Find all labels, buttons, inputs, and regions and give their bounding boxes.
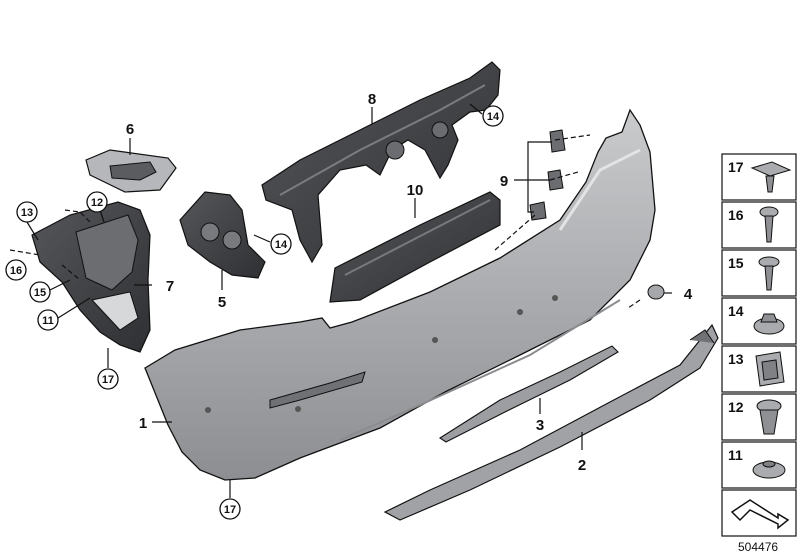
- svg-text:12: 12: [728, 399, 744, 415]
- fastener-row-15: 15: [721, 249, 797, 297]
- fastener-row-13: 13: [721, 345, 797, 393]
- callout-circle-17-upper: 17: [97, 368, 119, 390]
- direction-arrow-icon: [730, 499, 790, 530]
- svg-text:12: 12: [91, 197, 103, 209]
- callout-circle-15: 15: [29, 281, 51, 303]
- callout-circle-16: 16: [5, 259, 27, 281]
- svg-text:14: 14: [487, 111, 500, 123]
- svg-text:13: 13: [728, 351, 744, 367]
- svg-text:15: 15: [728, 255, 744, 271]
- callout-circle-13: 13: [16, 201, 38, 223]
- svg-text:17: 17: [102, 374, 114, 386]
- fastener-row-14: 14: [721, 297, 797, 345]
- svg-text:13: 13: [21, 207, 33, 219]
- fastener-row-16: 16: [721, 201, 797, 249]
- callout-6: 6: [126, 121, 134, 138]
- direction-arrow-box: [721, 489, 797, 537]
- fastener-row-12: 12: [721, 393, 797, 441]
- bumper-trim-panel-part: [144, 108, 656, 481]
- bumper-carrier-part: [261, 61, 501, 264]
- callout-3: 3: [536, 417, 544, 434]
- energy-absorber-part: [329, 191, 501, 303]
- svg-text:17: 17: [728, 159, 744, 175]
- trim-strip-part: [438, 345, 619, 443]
- callout-circle-12: 12: [86, 191, 108, 213]
- callout-5: 5: [218, 294, 226, 311]
- callout-7: 7: [166, 278, 174, 295]
- svg-text:14: 14: [728, 303, 744, 319]
- callout-4: 4: [684, 286, 693, 303]
- bracket-part-5: [179, 191, 266, 279]
- svg-text:14: 14: [275, 239, 288, 251]
- fastener-row-11: 11: [721, 441, 797, 489]
- callout-1: 1: [139, 415, 147, 432]
- diffuser-part: [383, 323, 719, 521]
- side-bracket-part-7: [31, 201, 151, 353]
- callout-circle-11: 11: [37, 309, 59, 331]
- cap-part-4: [647, 284, 665, 300]
- callout-circle-17-lower: 17: [219, 498, 241, 520]
- clip-parts-9: [529, 129, 566, 221]
- svg-text:17: 17: [224, 504, 236, 516]
- svg-text:11: 11: [42, 315, 54, 327]
- callout-2: 2: [578, 457, 586, 474]
- svg-text:16: 16: [728, 207, 744, 223]
- svg-text:16: 16: [10, 265, 22, 277]
- svg-text:11: 11: [728, 447, 743, 463]
- callout-9: 9: [500, 173, 508, 190]
- diagram-id: 504476: [738, 540, 779, 554]
- callout-circle-14-lower: 14: [270, 233, 292, 255]
- callout-circle-14-upper: 14: [482, 105, 504, 127]
- callout-8: 8: [368, 91, 376, 108]
- fastener-panel: 17 16 15 14 13: [721, 153, 797, 537]
- leader-lines: [26, 103, 672, 498]
- bracket-part-6: [85, 149, 177, 193]
- assembly-lines: [9, 134, 641, 309]
- fastener-row-17: 17: [721, 153, 797, 201]
- svg-text:15: 15: [34, 287, 46, 299]
- callout-10: 10: [407, 182, 424, 199]
